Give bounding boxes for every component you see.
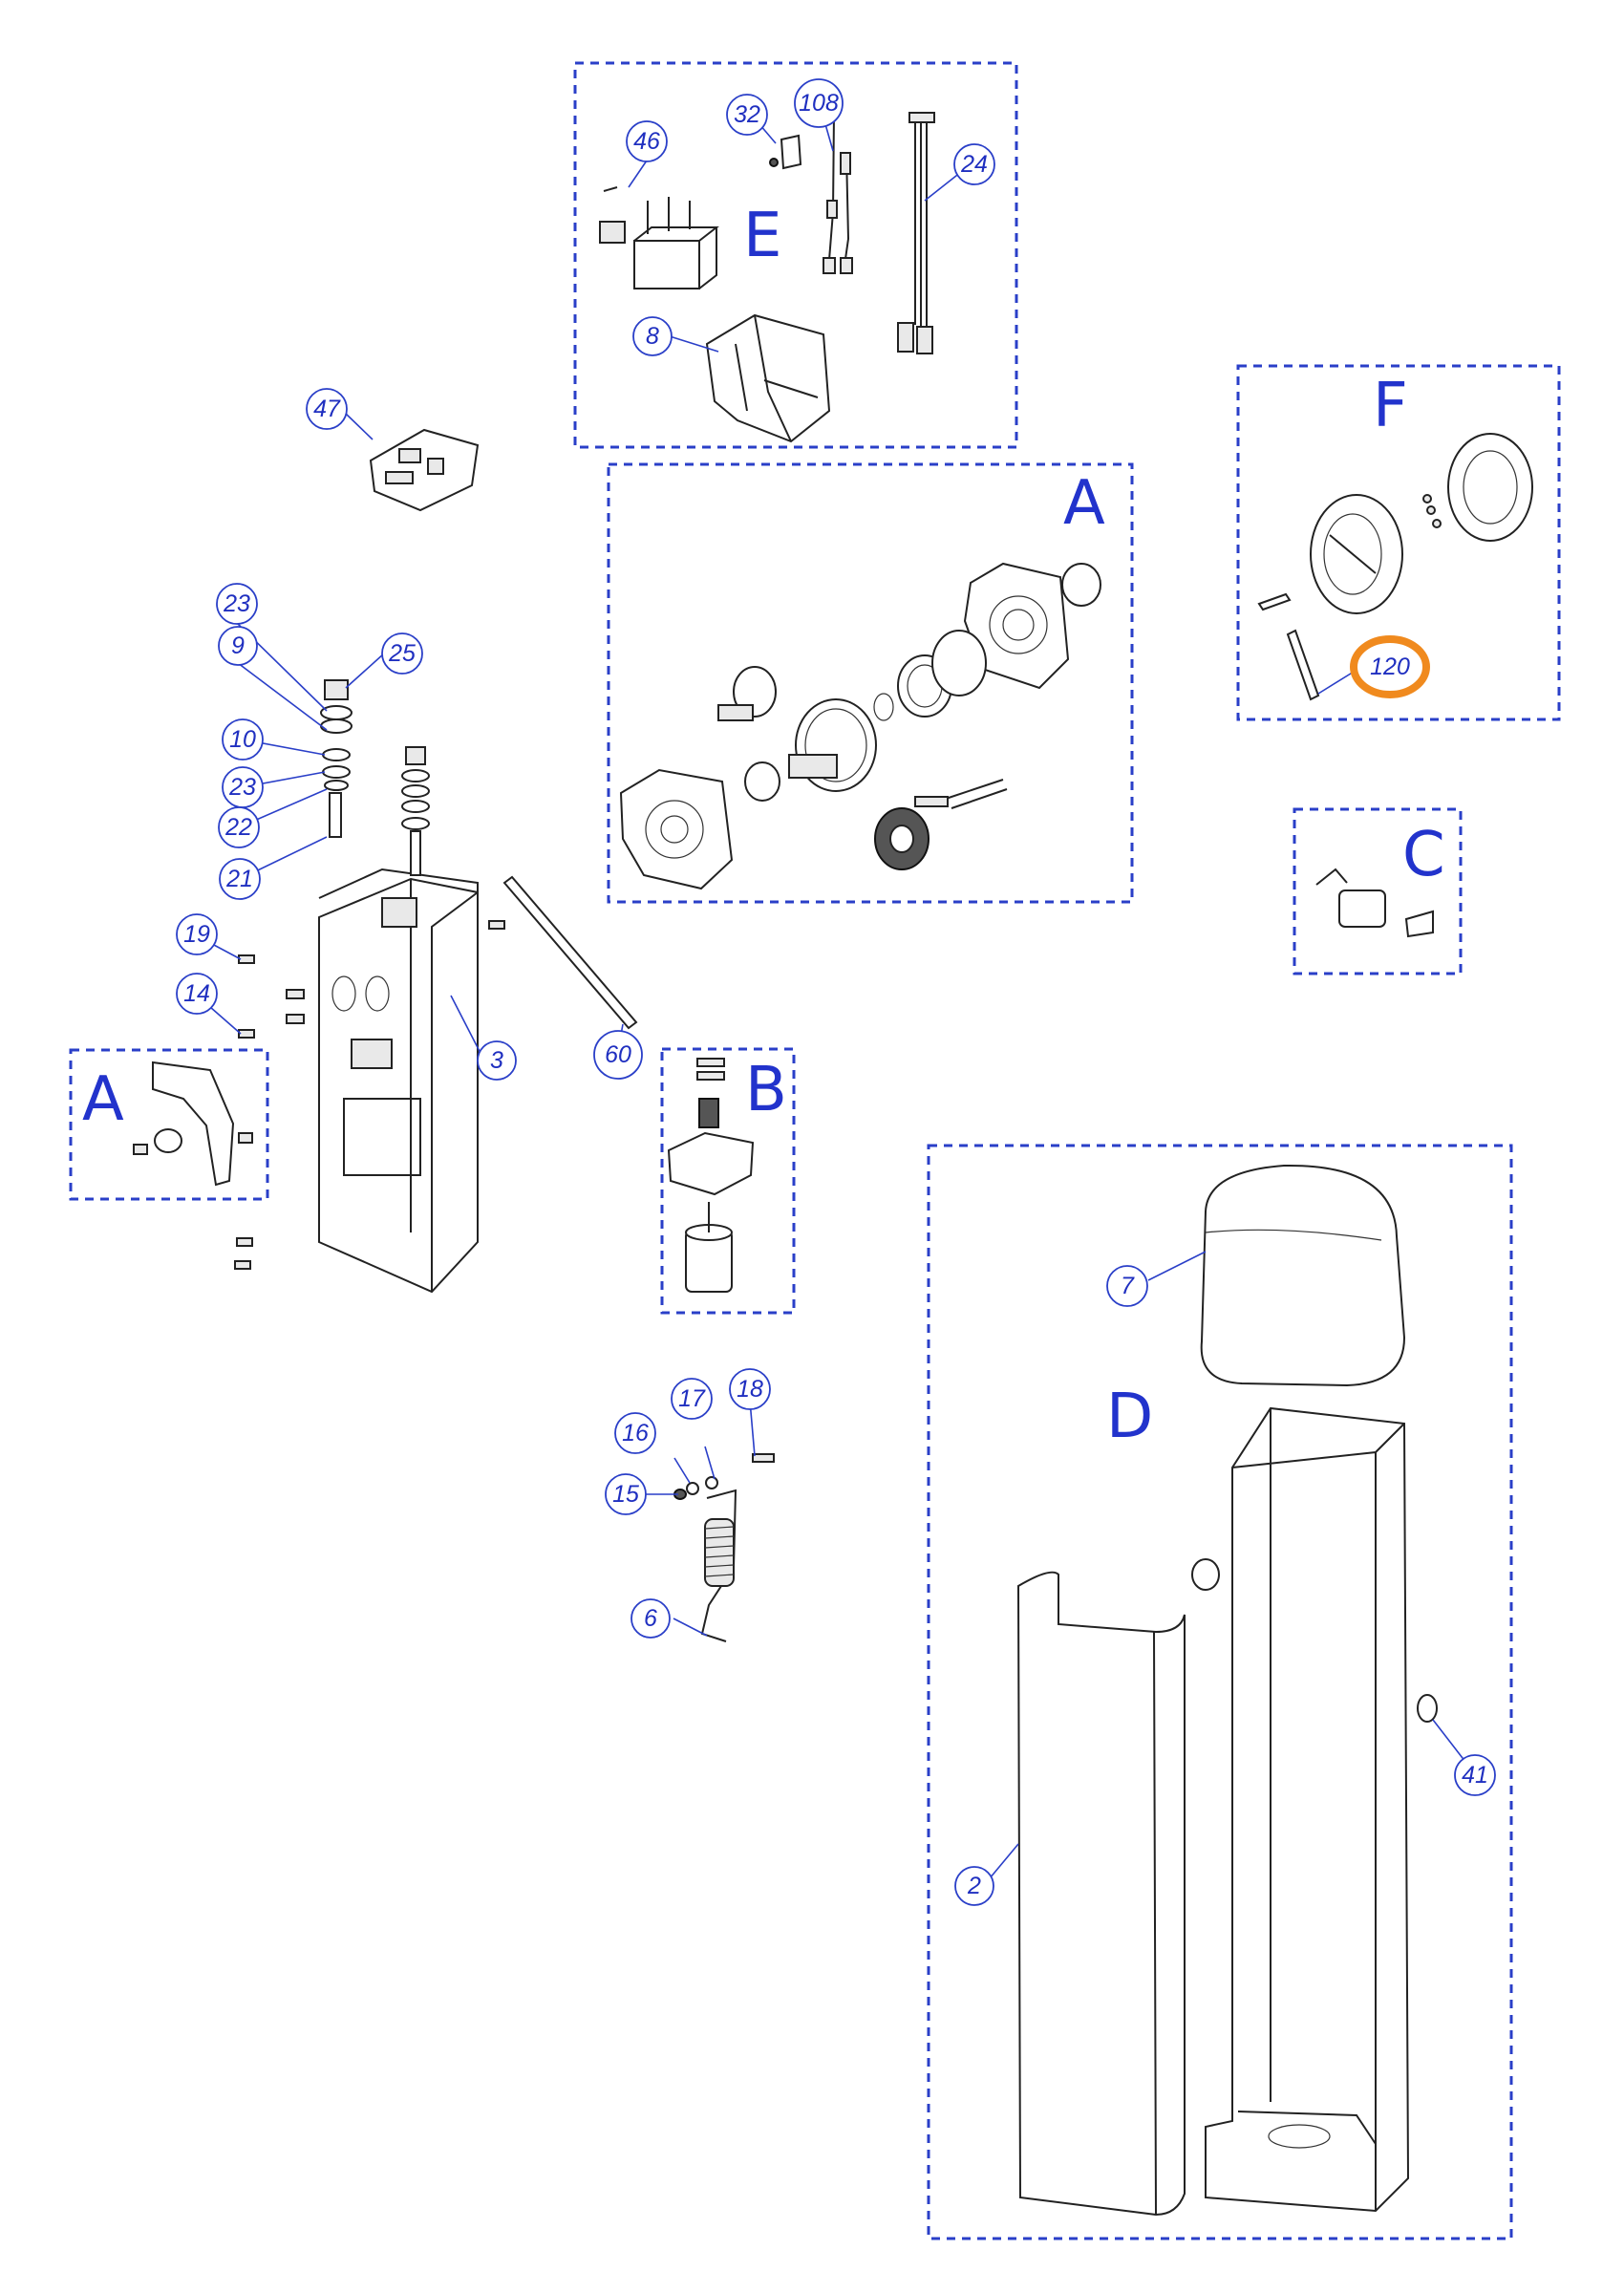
motor-b-part [667,1058,755,1293]
svg-text:F: F [1373,371,1408,441]
callout-10[interactable]: 10 [222,718,264,761]
callout-19[interactable]: 19 [176,913,218,955]
callout-14[interactable]: 14 [176,973,218,1015]
column-frame-part [1191,1406,1438,2213]
transformer-part [599,186,719,289]
callout-17[interactable]: 17 [671,1378,713,1420]
cover-flange-left-part [1310,494,1403,614]
power-supply-connector-part [769,134,802,170]
callout-23-top[interactable]: 23 [216,583,258,625]
svg-text:41: 41 [1462,1762,1488,1789]
front-panel-2-part [1016,1571,1186,2217]
top-cover-7-part [1200,1164,1406,1387]
callout-25[interactable]: 25 [381,632,423,675]
callout-8[interactable]: 8 [632,316,673,356]
svg-text:14: 14 [183,980,210,1007]
callout-15[interactable]: 15 [605,1473,647,1515]
svg-text:23: 23 [228,774,256,801]
gear-large-part [788,698,877,792]
svg-text:B: B [745,1055,787,1125]
callout-7[interactable]: 7 [1106,1265,1148,1307]
callout-6[interactable]: 6 [630,1598,671,1639]
callout-18[interactable]: 18 [729,1368,771,1410]
motor-cover-8-part [705,313,831,443]
pin-120-part [1257,494,1442,701]
worm-shaft-part [914,779,1008,809]
svg-text:46: 46 [633,128,660,155]
svg-text:25: 25 [388,640,416,667]
callout-22[interactable]: 22 [218,806,260,848]
callout-47[interactable]: 47 [306,388,348,430]
wiring-harness-24-part [897,112,935,354]
svg-text:7: 7 [1121,1273,1135,1299]
cover-flange-right-part [1447,433,1533,542]
bracket-part [133,1061,253,1187]
svg-text:E: E [743,201,781,271]
section-box-d: D [927,1144,1513,2240]
callout-32[interactable]: 32 [726,94,768,136]
svg-text:A: A [82,1064,124,1135]
svg-text:108: 108 [799,90,839,117]
svg-text:8: 8 [646,323,659,350]
svg-text:9: 9 [231,632,245,659]
bearings-part [744,563,1101,802]
callout-3[interactable]: 3 [477,1040,517,1081]
svg-text:2: 2 [967,1873,981,1899]
pinion-gear-part [874,807,930,870]
callout-23-mid[interactable]: 23 [222,766,264,808]
callout-120-highlighted[interactable]: 120 [1350,635,1430,698]
svg-text:47: 47 [313,396,341,422]
svg-text:18: 18 [737,1376,763,1403]
lamp-unit-part [1315,868,1434,938]
svg-text:C: C [1402,820,1445,890]
shaft-stack-part [320,679,430,876]
base-frame-part [318,868,479,1294]
callout-46[interactable]: 46 [626,120,668,162]
svg-text:16: 16 [622,1420,649,1447]
callout-16[interactable]: 16 [614,1412,656,1454]
control-board-47-part [369,428,480,512]
svg-text:3: 3 [490,1047,503,1074]
screws-left-part [234,920,505,1270]
svg-text:6: 6 [644,1605,657,1632]
svg-text:32: 32 [734,101,760,128]
callout-2[interactable]: 2 [954,1866,994,1906]
svg-text:22: 22 [224,814,252,841]
svg-text:17: 17 [678,1385,706,1412]
leader-lines [209,123,1466,1879]
callout-60[interactable]: 60 [593,1030,643,1080]
callout-9[interactable]: 9 [218,626,258,666]
callout-21[interactable]: 21 [219,858,261,900]
section-box-a-bracket: A [69,1048,269,1201]
section-box-c: C [1293,807,1463,975]
cable-108-part [823,112,853,274]
svg-text:19: 19 [183,921,210,948]
callout-24[interactable]: 24 [953,143,995,185]
svg-text:15: 15 [612,1481,639,1508]
svg-text:10: 10 [229,726,256,753]
svg-text:23: 23 [223,590,250,617]
section-box-e: E [573,61,1018,449]
svg-text:D: D [1106,1382,1153,1452]
gearbox-housing-left-part [619,768,734,890]
section-box-a-gearbox: A [607,462,1134,904]
section-box-f: F [1236,364,1561,721]
svg-text:21: 21 [225,866,253,892]
section-box-b: B [660,1047,796,1315]
shaft-60-part [502,875,638,1030]
svg-text:24: 24 [960,151,988,178]
svg-text:120: 120 [1370,654,1410,680]
svg-text:A: A [1063,468,1105,539]
gearbox-housing-right-part [963,562,1070,690]
svg-text:60: 60 [605,1041,631,1068]
callout-108[interactable]: 108 [794,78,844,128]
callout-41[interactable]: 41 [1454,1754,1496,1796]
gear-small-part [717,666,777,721]
